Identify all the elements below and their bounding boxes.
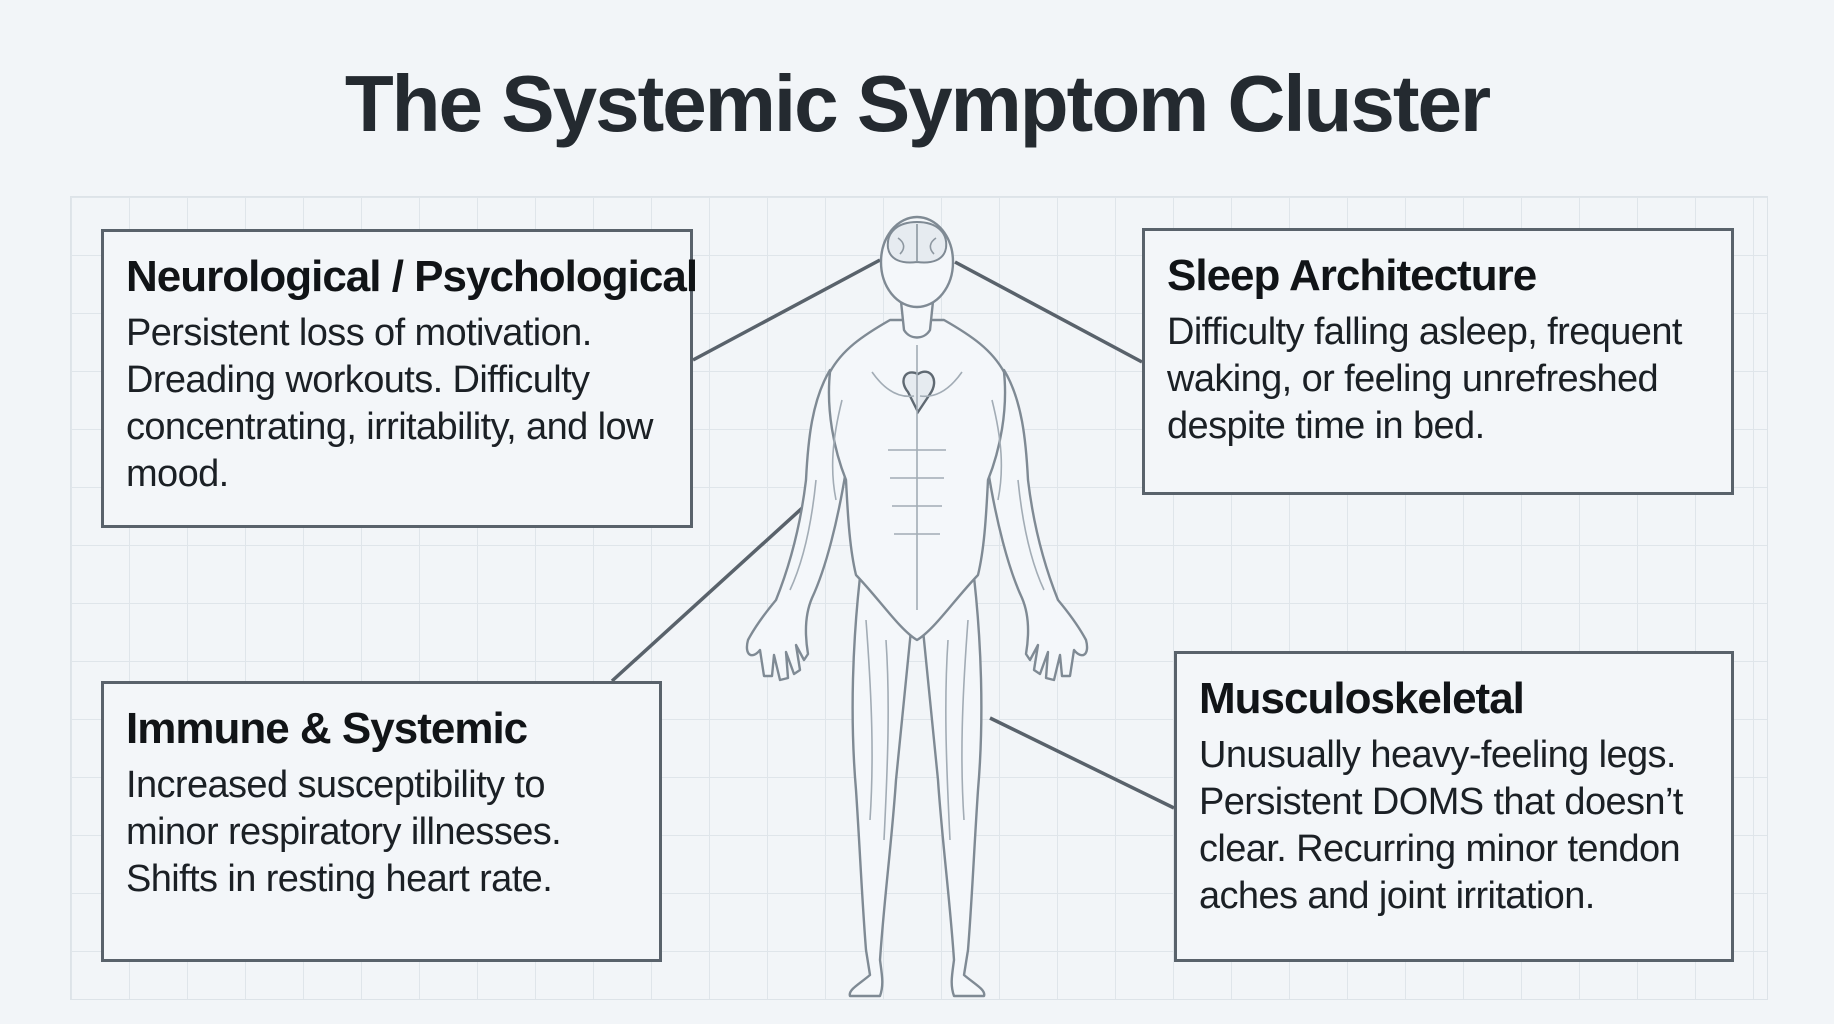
page-title: The Systemic Symptom Cluster bbox=[344, 59, 1491, 148]
right-leg bbox=[917, 558, 986, 998]
card-sleep-title: Sleep Architecture bbox=[1167, 251, 1537, 300]
card-sleep-body: Difficulty falling asleep, frequent waki… bbox=[1167, 311, 1682, 447]
card-sleep: Sleep Architecture Difficulty falling as… bbox=[1142, 228, 1734, 495]
card-immune-title: Immune & Systemic bbox=[126, 704, 528, 753]
card-neurological-title: Neurological / Psychological bbox=[126, 252, 698, 301]
card-musculoskeletal-body: Unusually heavy-feeling legs. Persistent… bbox=[1199, 734, 1683, 917]
card-neurological-body: Persistent loss of motivation. Dreading … bbox=[126, 312, 653, 495]
left-arm bbox=[745, 368, 848, 682]
card-immune: Immune & Systemic Increased susceptibili… bbox=[101, 681, 662, 962]
card-immune-body: Increased susceptibility to minor respir… bbox=[126, 764, 562, 900]
heart-icon bbox=[902, 370, 936, 415]
right-arm bbox=[986, 368, 1089, 682]
left-leg bbox=[848, 558, 917, 998]
card-musculoskeletal: Musculoskeletal Unusually heavy-feeling … bbox=[1174, 651, 1734, 962]
card-neurological: Neurological / Psychological Persistent … bbox=[101, 229, 698, 528]
card-musculoskeletal-title: Musculoskeletal bbox=[1199, 674, 1525, 723]
